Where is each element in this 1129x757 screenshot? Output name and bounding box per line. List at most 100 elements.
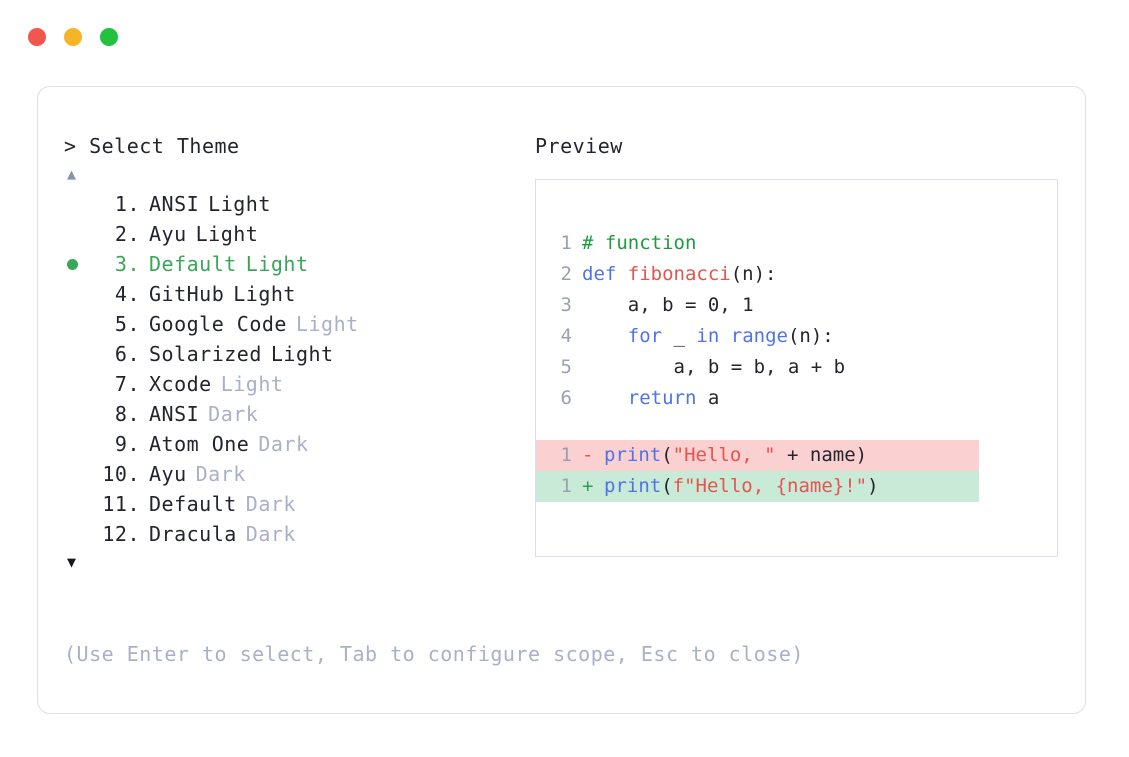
selection-bullet-cell	[64, 369, 94, 399]
theme-item-index: 5.	[114, 312, 140, 336]
theme-item-name: ANSI	[149, 192, 200, 216]
theme-item-index: 3.	[114, 252, 140, 276]
code-line-text: # function	[582, 228, 696, 259]
theme-item-name: Solarized	[149, 342, 262, 366]
theme-list-item[interactable]: 6. Solarized Light	[64, 339, 534, 369]
code-token: a, b = 0, 1	[582, 294, 754, 316]
line-number: 5	[560, 356, 572, 378]
code-token: (	[661, 475, 673, 497]
theme-item-index: 12.	[102, 522, 140, 546]
keyboard-hint: (Use Enter to select, Tab to configure s…	[64, 642, 804, 666]
diff-line-text: print("Hello, " + name)	[604, 440, 867, 471]
theme-item-index: 10.	[102, 462, 140, 486]
code-line: 6 return a	[536, 383, 1057, 414]
code-token: f"Hello, {name}!"	[672, 475, 868, 497]
theme-item-index: 7.	[114, 372, 140, 396]
diff-block: 1-print("Hello, " + name)1+print(f"Hello…	[536, 440, 1057, 502]
diff-line-text: print(f"Hello, {name}!")	[604, 471, 879, 502]
theme-item-variant: Light	[245, 252, 309, 276]
theme-item-index: 6.	[114, 342, 140, 366]
preview-title: Preview	[535, 134, 623, 158]
theme-item-variant: Light	[295, 312, 359, 336]
theme-item-index: 9.	[114, 432, 140, 456]
selection-bullet-cell	[64, 189, 94, 219]
code-token: print	[604, 475, 662, 497]
code-line-text: def fibonacci(n):	[582, 259, 776, 290]
theme-item-name: Default	[149, 492, 237, 516]
theme-item-variant: Light	[208, 192, 271, 216]
diff-removed-line: 1-print("Hello, " + name)	[536, 440, 979, 471]
window-titlebar	[28, 28, 118, 46]
theme-list-item[interactable]: 5. Google Code Light	[64, 309, 534, 339]
theme-list-item[interactable]: 3. Default Light	[64, 249, 534, 279]
code-token: return	[627, 387, 697, 409]
maximize-icon[interactable]	[100, 28, 118, 46]
code-token: a	[696, 387, 720, 409]
theme-item-variant: Dark	[258, 432, 309, 456]
code-line-text: a, b = 0, 1	[582, 290, 754, 321]
theme-item-index: 4.	[114, 282, 140, 306]
theme-item-name: ANSI	[149, 402, 200, 426]
code-token: for	[627, 325, 663, 347]
line-number: 1	[560, 232, 572, 254]
theme-item-name: Default	[149, 252, 237, 276]
code-token: in	[696, 325, 720, 347]
theme-item-variant: Dark	[245, 492, 296, 516]
theme-item-variant: Dark	[195, 462, 246, 486]
line-number: 3	[560, 294, 572, 316]
theme-item-name: Xcode	[149, 372, 212, 396]
theme-item-variant: Light	[233, 282, 296, 306]
theme-item-index: 2.	[114, 222, 140, 246]
theme-item-name: Google Code	[149, 312, 287, 336]
theme-item-variant: Light	[270, 342, 334, 366]
code-token: a, b = b, a + b	[582, 356, 846, 378]
code-line: 3 a, b = 0, 1	[536, 290, 1057, 321]
selection-bullet-cell	[64, 309, 94, 339]
theme-item-variant: Dark	[208, 402, 259, 426]
code-token: _	[662, 325, 697, 347]
code-token: # function	[582, 232, 697, 254]
theme-item-name: Ayu	[149, 222, 187, 246]
theme-item-variant: Dark	[245, 522, 296, 546]
selection-bullet-cell	[64, 489, 94, 519]
selected-bullet-icon	[67, 258, 78, 270]
scroll-up-icon[interactable]: ▲	[67, 165, 77, 183]
code-token: "Hello, "	[672, 444, 776, 466]
theme-item-name: GitHub	[149, 282, 225, 306]
scroll-down-icon[interactable]: ▼	[67, 553, 77, 571]
selection-bullet-cell	[64, 219, 94, 249]
code-token: range	[730, 325, 788, 347]
selection-bullet-cell	[64, 399, 94, 429]
code-token: print	[604, 444, 662, 466]
code-token: (	[661, 444, 673, 466]
selection-bullet-cell	[64, 339, 94, 369]
code-token: fibonacci	[627, 263, 731, 285]
theme-list-item[interactable]: 4. GitHub Light	[64, 279, 534, 309]
line-number: 1	[560, 444, 572, 466]
code-token	[582, 325, 628, 347]
code-token: (n):	[730, 263, 777, 285]
code-line: 4 for _ in range(n):	[536, 321, 1057, 352]
code-token	[719, 325, 730, 347]
code-line-text: return a	[582, 383, 720, 414]
selection-bullet-cell	[64, 279, 94, 309]
code-line-text: a, b = b, a + b	[582, 352, 846, 383]
line-number: 2	[560, 263, 572, 285]
minimize-icon[interactable]	[64, 28, 82, 46]
code-line: 1 # function	[536, 228, 1057, 259]
line-number: 6	[560, 387, 572, 409]
close-icon[interactable]	[28, 28, 46, 46]
